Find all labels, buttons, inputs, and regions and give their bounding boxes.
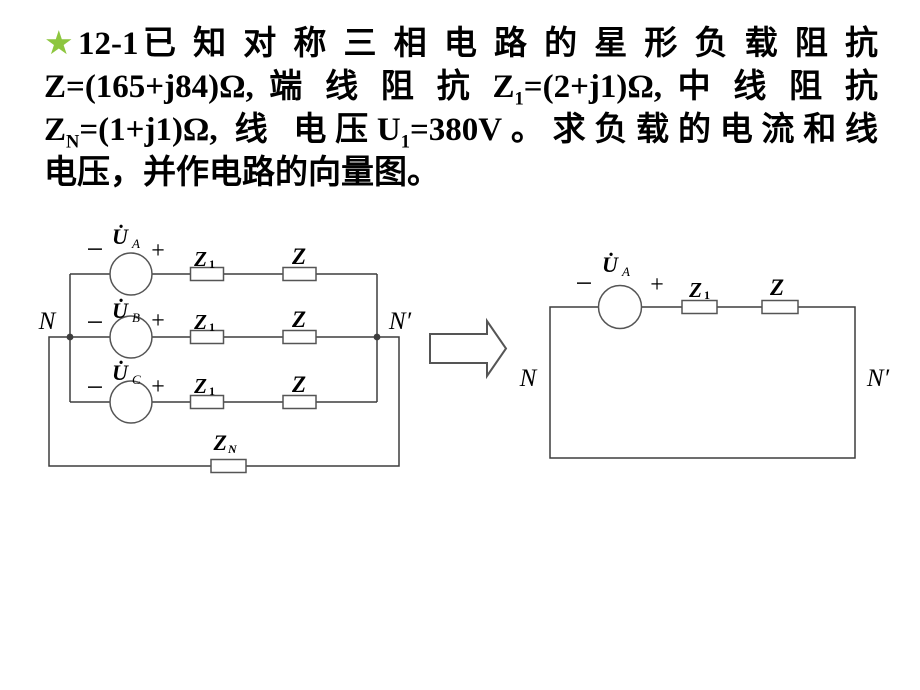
phase-b-z1-label: Z (193, 310, 207, 334)
phase-a-plus-sign: + (151, 238, 165, 264)
right-circuit-loop-wire (549, 306, 856, 459)
left-node-n-prime-label: N′ (388, 308, 412, 335)
z1-subscript: 1 (514, 88, 524, 109)
node-n-prime-dot (373, 333, 381, 341)
star-icon: ★ (44, 23, 79, 62)
problem-line-4-text: 电压，并作电路的向量图。 (44, 155, 440, 191)
zn-subscript: N (66, 131, 80, 152)
u1-subscript: 1 (400, 131, 410, 152)
right-circuit: − U̇ A + Z 1 Z N N′ (519, 252, 890, 459)
phase-c-plus-sign: + (151, 374, 165, 400)
problem-line-4: 电压，并作电路的向量图。 (44, 152, 878, 195)
right-z1-box (681, 299, 718, 315)
node-n-dot (66, 333, 74, 341)
neutral-zn-box (210, 458, 247, 474)
phase-c-source-label: U̇ (112, 360, 129, 385)
phase-a-source-subscript: A (131, 236, 140, 251)
phase-a-source-label: U̇ (112, 224, 129, 249)
right-z-box (761, 299, 799, 315)
right-z1-label: Z (688, 278, 702, 302)
phase-c-z1-label: Z (193, 374, 207, 398)
phase-b-z-label: Z (291, 307, 306, 332)
problem-line-3-text-a: Z (44, 112, 67, 148)
phase-c-z-label: Z (291, 372, 306, 397)
problem-line-2-text-a: Z=(165+j84)Ω, 端 线 阻 抗 Z (44, 69, 515, 105)
phase-b-z-box (282, 329, 317, 345)
right-source-circle (597, 284, 643, 330)
problem-line-3-text-b: =(1+j1)Ω, 线 电压U (79, 112, 401, 148)
phase-b-plus-sign: + (151, 308, 165, 334)
problem-line-1-text: 12-1已 知 对 称 三 相 电 路 的 星 形 负 载 阻 抗 (78, 26, 878, 62)
problem-statement: ★12-1已 知 对 称 三 相 电 路 的 星 形 负 载 阻 抗 Z=(16… (44, 21, 878, 195)
left-node-n-label: N (38, 308, 57, 335)
phase-a-z1-box (189, 266, 225, 282)
phase-b-z1-subscript: 1 (209, 320, 215, 334)
right-node-n-prime-label: N′ (866, 365, 890, 392)
right-source-label: U̇ (602, 252, 619, 277)
problem-line-2: Z=(165+j84)Ω, 端 线 阻 抗 Z1=(2+j1)Ω, 中 线 阻 … (44, 66, 878, 109)
phase-b-z1-box (189, 329, 225, 345)
phase-a-z-label: Z (291, 244, 306, 269)
source-b-circle (109, 315, 153, 359)
right-source-subscript: A (621, 264, 630, 279)
right-arrow-icon (429, 317, 508, 380)
right-z1-subscript: 1 (704, 288, 710, 302)
problem-line-3-text-c: =380V。求负载的电流和线 (410, 112, 878, 148)
problem-line-1: ★12-1已 知 对 称 三 相 电 路 的 星 形 负 载 阻 抗 (44, 21, 878, 66)
phase-a-minus-sign: − (87, 233, 104, 266)
right-plus-sign: + (650, 272, 664, 298)
neutral-zn-subscript: N (227, 442, 238, 456)
source-a-circle (109, 252, 153, 296)
left-circuit: N N′ − U̇ A + Z 1 Z − U̇ B + Z 1 Z − U̇ … (38, 224, 412, 474)
problem-line-3: ZN=(1+j1)Ω, 线 电压U1=380V。求负载的电流和线 (44, 109, 878, 152)
neutral-zn-label: Z (213, 430, 227, 455)
phase-c-z-box (282, 394, 317, 410)
phase-c-source-subscript: C (132, 372, 141, 387)
right-z-label: Z (769, 275, 784, 300)
phase-c-z1-subscript: 1 (209, 384, 215, 398)
phase-c-minus-sign: − (87, 371, 104, 404)
right-minus-sign: − (576, 267, 593, 300)
problem-line-2-text-b: =(2+j1)Ω, 中 线 阻 抗 (523, 69, 878, 105)
phase-b-source-label: U̇ (112, 298, 129, 323)
phase-a-z1-label: Z (193, 247, 207, 271)
phase-a-z-box (282, 266, 317, 282)
phase-a-z1-subscript: 1 (209, 257, 215, 271)
phase-b-minus-sign: − (87, 306, 104, 339)
phase-b-source-subscript: B (132, 310, 140, 325)
phase-c-z1-box (189, 394, 225, 410)
source-c-circle (109, 380, 153, 424)
right-node-n-label: N (519, 365, 538, 392)
